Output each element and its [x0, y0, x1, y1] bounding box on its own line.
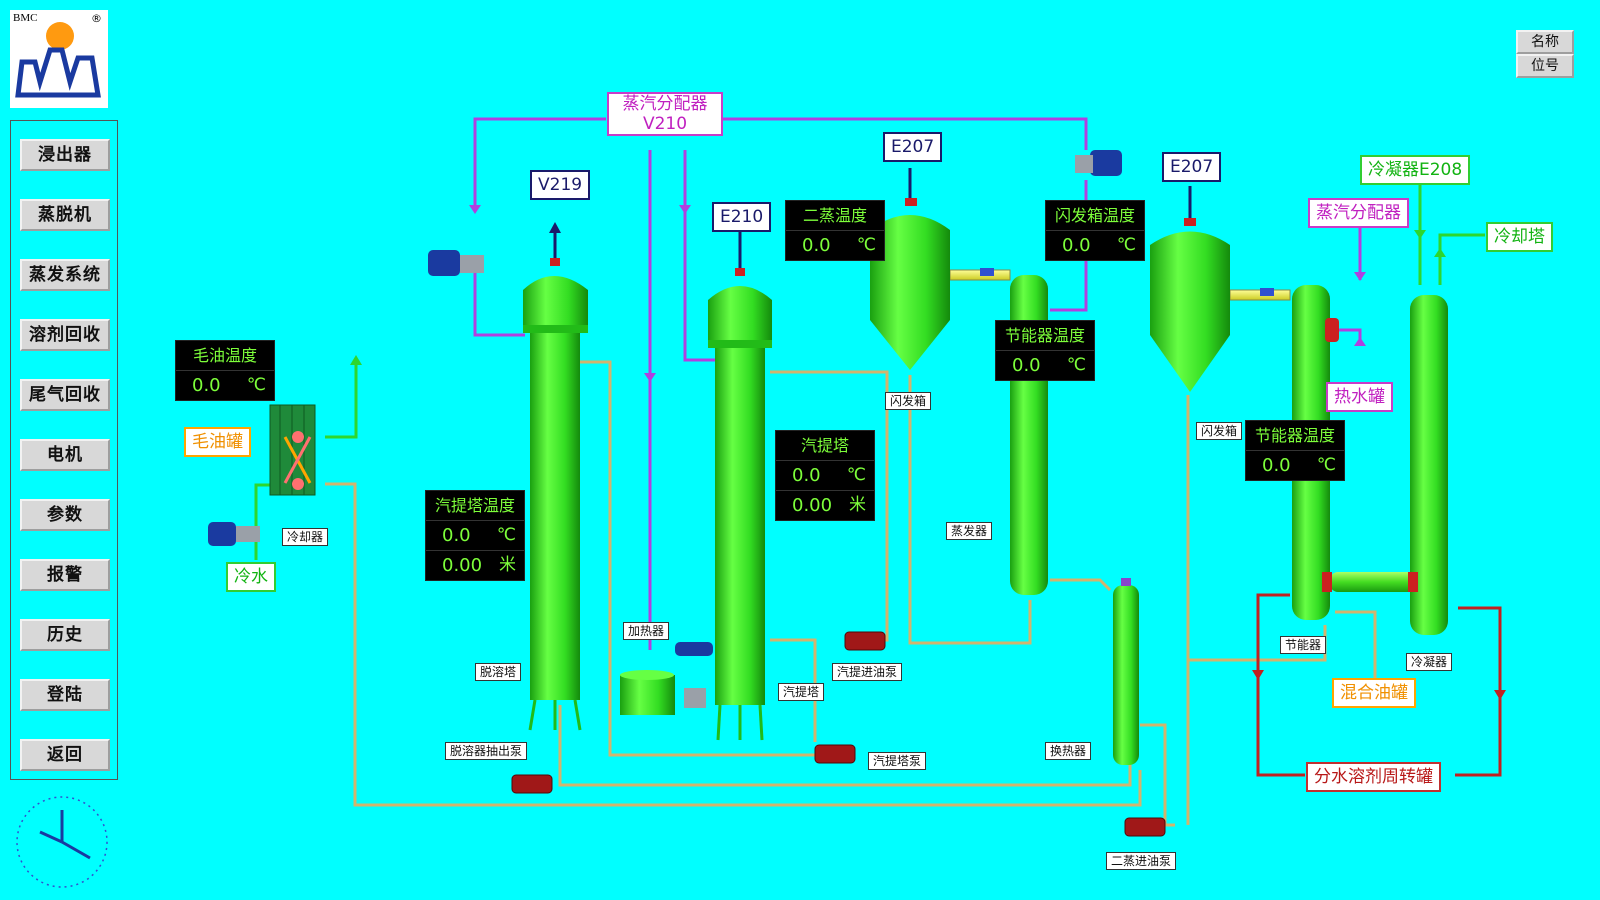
temperature-unit: ℃	[496, 525, 516, 545]
water-solvent-tank-tag[interactable]: 分水溶剂周转罐	[1306, 762, 1441, 792]
e207-tag-2[interactable]: E207	[1162, 152, 1222, 182]
brand-mark: BMC	[13, 12, 38, 24]
v219-tag[interactable]: V219	[530, 170, 591, 200]
second-evap-temp-display: 二蒸温度 0.0 ℃	[785, 200, 885, 261]
registered-mark: ®	[91, 12, 102, 25]
stripper-display: 汽提塔 0.0 ℃ 0.00 米	[775, 430, 875, 521]
level-value: 0.00	[792, 495, 833, 516]
condenser-crossover	[1330, 572, 1415, 592]
economizer-label: 节能器	[1280, 636, 1327, 654]
temperature-value: 0.0	[442, 525, 471, 546]
logo-sun-icon	[46, 22, 74, 50]
stripper-feed-pump-label: 汽提进油泵	[832, 663, 903, 681]
nav-button-desolventizer-toaster[interactable]: 蒸脱机	[20, 199, 110, 231]
nav-button-tail-gas-recovery[interactable]: 尾气回收	[20, 379, 110, 411]
nav-button-back[interactable]: 返回	[20, 739, 110, 771]
heat-exchanger-column	[1113, 578, 1139, 765]
desolventizer-pump-label: 脱溶器抽出泵	[445, 742, 528, 760]
display-title: 节能器温度	[996, 321, 1094, 351]
level-value: 0.00	[442, 555, 483, 576]
water-arrows	[350, 230, 1446, 365]
display-title: 毛油温度	[176, 341, 274, 371]
level-unit: 米	[499, 555, 516, 575]
temperature-value: 0.0	[1012, 355, 1041, 376]
nav-panel: 浸出器 蒸脱机 蒸发系统 溶剂回收 尾气回收 电机 参数 报警 历史 登陆 返回	[10, 120, 118, 780]
temperature-value: 0.0	[1062, 235, 1091, 256]
display-title: 节能器温度	[1246, 421, 1344, 451]
economizer-temp-display-1: 节能器温度 0.0 ℃	[995, 320, 1095, 381]
flash-tank-temp-display: 闪发箱温度 0.0 ℃	[1045, 200, 1145, 261]
temperature-unit: ℃	[1066, 355, 1086, 375]
stripper-pump-label: 汽提塔泵	[868, 752, 927, 770]
steam-distributor-right-tag[interactable]: 蒸汽分配器	[1308, 198, 1409, 228]
solvent-arrows	[1252, 670, 1506, 700]
level-unit: 米	[849, 495, 866, 515]
nav-button-evaporation-system[interactable]: 蒸发系统	[20, 259, 110, 291]
second-evap-pump-label: 二蒸进油泵	[1106, 852, 1177, 870]
display-title: 闪发箱温度	[1046, 201, 1144, 231]
control-valves	[208, 150, 1122, 708]
display-title: 汽提塔温度	[426, 491, 524, 521]
pumps	[511, 631, 1166, 837]
temperature-value: 0.0	[792, 465, 821, 486]
temperature-value: 0.0	[192, 375, 221, 396]
temperature-value: 0.0	[1262, 455, 1291, 476]
hot-water-tank-tag[interactable]: 热水罐	[1326, 382, 1393, 412]
stripper-label: 汽提塔	[778, 683, 825, 701]
stripper-tower-temp-display: 汽提塔温度 0.0 ℃ 0.00 米	[425, 490, 525, 581]
heater-vessel	[620, 670, 675, 715]
e210-tag[interactable]: E210	[712, 202, 772, 232]
vent-pipes	[553, 168, 1192, 270]
stripper-column	[708, 268, 772, 741]
nav-button-history[interactable]: 历史	[20, 619, 110, 651]
flash-tank-1-label: 闪发箱	[885, 392, 932, 410]
desolventizer-label: 脱溶塔	[475, 663, 522, 681]
e207-tag-1[interactable]: E207	[883, 132, 943, 162]
mixed-oil-tank-tag[interactable]: 混合油罐	[1332, 678, 1416, 708]
heater-label: 加热器	[623, 622, 670, 640]
nav-button-login[interactable]: 登陆	[20, 679, 110, 711]
crude-oil-temp-display: 毛油温度 0.0 ℃	[175, 340, 275, 401]
evaporator-label: 蒸发器	[946, 522, 993, 540]
plate-cooler	[269, 404, 316, 496]
nav-button-parameters[interactable]: 参数	[20, 499, 110, 531]
economizer-temp-display-2: 节能器温度 0.0 ℃	[1245, 420, 1345, 481]
crude-oil-tank-tag[interactable]: 毛油罐	[184, 427, 251, 457]
flash-tank-2	[1150, 218, 1230, 392]
nav-button-motors[interactable]: 电机	[20, 439, 110, 471]
condenser-e208-tag[interactable]: 冷凝器E208	[1360, 155, 1471, 185]
display-title: 汽提塔	[776, 431, 874, 461]
nav-button-extractor[interactable]: 浸出器	[20, 139, 110, 171]
flash-tank-2-label: 闪发箱	[1196, 422, 1243, 440]
steam-distributor-v210-tag[interactable]: 蒸汽分配器 V210	[607, 92, 723, 136]
temperature-unit: ℃	[1316, 455, 1336, 475]
logo-mountain-icon	[15, 47, 101, 98]
clock-icon	[16, 796, 108, 888]
cold-water-tag[interactable]: 冷水	[226, 562, 276, 592]
condenser-column	[1410, 295, 1448, 635]
show-name-button[interactable]: 名称	[1516, 30, 1574, 54]
steam-pipes	[473, 117, 1362, 650]
temperature-value: 0.0	[802, 235, 831, 256]
temperature-unit: ℃	[856, 235, 876, 255]
temperature-unit: ℃	[246, 375, 266, 395]
vapor-pipes	[949, 268, 1291, 301]
temperature-unit: ℃	[846, 465, 866, 485]
desolventizer-column	[523, 258, 588, 731]
flash-tank-1	[870, 198, 950, 370]
nav-button-solvent-recovery[interactable]: 溶剂回收	[20, 319, 110, 351]
show-tag-button[interactable]: 位号	[1516, 54, 1574, 78]
cooling-tower-tag[interactable]: 冷却塔	[1486, 222, 1553, 252]
condenser-label: 冷凝器	[1406, 653, 1453, 671]
temperature-unit: ℃	[1116, 235, 1136, 255]
heat-exchanger-label: 换热器	[1045, 742, 1092, 760]
cooler-label: 冷却器	[282, 528, 329, 546]
brand-logo: BMC ®	[10, 10, 108, 108]
steam-distributor-v210-code: V210	[642, 114, 688, 134]
display-title: 二蒸温度	[786, 201, 884, 231]
steam-arrows	[469, 205, 1366, 382]
nav-button-alarms[interactable]: 报警	[20, 559, 110, 591]
steam-distributor-v210-name: 蒸汽分配器	[622, 94, 708, 114]
